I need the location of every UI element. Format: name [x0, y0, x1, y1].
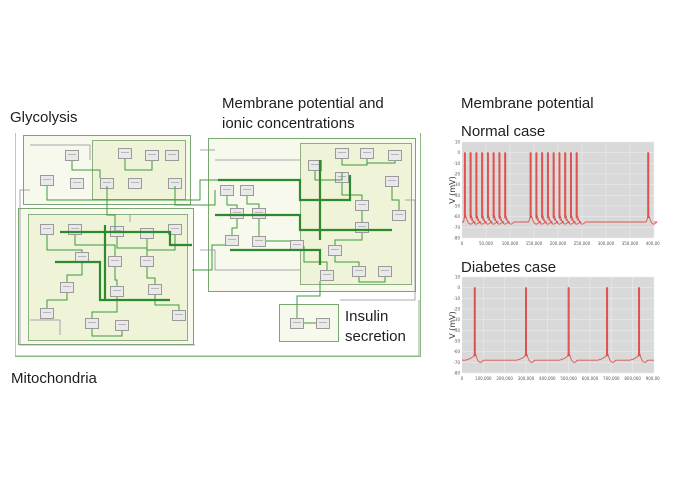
- mitochondria-node: [172, 310, 186, 321]
- membrane-node: [320, 270, 334, 281]
- mitochondria-node: [110, 286, 124, 297]
- y-tick-label: 0: [457, 150, 460, 155]
- membrane-node: [388, 150, 402, 161]
- membrane-node: [378, 266, 392, 277]
- y-tick-label: 10: [455, 140, 461, 145]
- model-schematic: [15, 133, 421, 357]
- x-tick-label: 50,000: [479, 241, 493, 246]
- x-tick-label: 200,000: [496, 376, 513, 381]
- y-tick-label: 0: [457, 285, 460, 290]
- y-tick-label: -60: [453, 214, 460, 219]
- y-tick-label: -40: [453, 328, 460, 333]
- mitochondria-node: [40, 224, 54, 235]
- x-tick-label: 600,000: [582, 376, 599, 381]
- glycolysis-node: [65, 150, 79, 161]
- y-tick-label: 10: [455, 275, 461, 280]
- glycolysis-node: [70, 178, 84, 189]
- y-tick-label: -80: [453, 236, 460, 241]
- y-tick-label: -20: [453, 172, 460, 177]
- y-tick-label: -30: [453, 182, 460, 187]
- mitochondria-node: [85, 318, 99, 329]
- membrane-potential-trace: [462, 152, 658, 225]
- mitochondria-node: [108, 256, 122, 267]
- x-tick-label: 400,000: [646, 241, 660, 246]
- y-tick-label: -70: [453, 225, 460, 230]
- mitochondria-node: [60, 282, 74, 293]
- mitochondria-node: [115, 320, 129, 331]
- membrane-node: [328, 245, 342, 256]
- insulin-node: [290, 318, 304, 329]
- x-tick-label: 800,000: [624, 376, 641, 381]
- membrane-node: [240, 185, 254, 196]
- y-tick-label: -10: [453, 296, 460, 301]
- y-tick-label: -50: [453, 204, 460, 209]
- x-tick-label: 300,000: [598, 241, 615, 246]
- insulin-label-line2: secretion: [345, 328, 406, 345]
- membrane-node: [220, 185, 234, 196]
- membrane-node: [355, 222, 369, 233]
- y-tick-label: -10: [453, 161, 460, 166]
- x-tick-label: 100,000: [502, 241, 519, 246]
- membrane-node: [360, 148, 374, 159]
- x-tick-label: 500,000: [560, 376, 577, 381]
- membrane-node: [355, 200, 369, 211]
- glycolysis-node: [145, 150, 159, 161]
- insulin-label-line1: Insulin: [345, 308, 389, 325]
- membrane-node: [392, 210, 406, 221]
- mitochondria-node: [168, 224, 182, 235]
- membrane-node: [308, 160, 322, 171]
- x-tick-label: 100,000: [475, 376, 492, 381]
- x-tick-label: 400,000: [539, 376, 556, 381]
- y-tick-label: -50: [453, 339, 460, 344]
- mitochondria-node: [148, 284, 162, 295]
- membrane-node: [225, 235, 239, 246]
- mitochondria-node: [40, 308, 54, 319]
- membrane-model-label-line2: ionic concentrations: [222, 115, 355, 132]
- glycolysis-node: [40, 175, 54, 186]
- diabetes-case-chart: -80 -70 -60 -50 -40 -30 -20 -10 0 10 0 100,000 200,0…: [448, 275, 660, 382]
- x-tick-label: 150,000: [526, 241, 543, 246]
- x-tick-label: 700,000: [603, 376, 620, 381]
- y-tick-label: -70: [453, 360, 460, 365]
- diabetes-case-label: Diabetes case: [461, 259, 557, 276]
- y-tick-label: -60: [453, 349, 460, 354]
- membrane-node: [352, 266, 366, 277]
- x-tick-label: 350,000: [622, 241, 639, 246]
- plot-area: [462, 277, 654, 373]
- connection-wires: [15, 144, 420, 357]
- y-tick-label: -20: [453, 307, 460, 312]
- mitochondria-label: Mitochondria: [11, 370, 97, 387]
- membrane-node: [335, 148, 349, 159]
- membrane-node: [252, 236, 266, 247]
- y-axis-label: V (mV): [448, 311, 457, 339]
- normal-case-label: Normal case: [461, 123, 546, 140]
- glycolysis-node: [118, 148, 132, 159]
- membrane-node: [385, 176, 399, 187]
- membrane-node: [252, 208, 266, 219]
- y-tick-label: -40: [453, 193, 460, 198]
- membrane-potential-heading: Membrane potential: [461, 95, 594, 112]
- membrane-model-label-line1: Membrane potential and: [222, 95, 384, 112]
- x-tick-label: 900,000: [646, 376, 660, 381]
- mitochondria-node: [68, 224, 82, 235]
- x-tick-label: 250,000: [574, 241, 591, 246]
- glycolysis-node: [165, 150, 179, 161]
- normal-case-chart: -80 -70 -60 -50 -40 -30 -20 -10 0 10 0 50,000 100,00…: [448, 140, 660, 247]
- y-axis-label: V (mV): [448, 176, 457, 204]
- x-tick-label: 300,000: [518, 376, 535, 381]
- glycolysis-label: Glycolysis: [10, 109, 78, 126]
- membrane-node: [230, 208, 244, 219]
- x-tick-label: 0: [461, 241, 464, 246]
- mitochondria-node: [140, 256, 154, 267]
- x-tick-label: 0: [461, 376, 464, 381]
- insulin-node: [316, 318, 330, 329]
- y-tick-label: -80: [453, 371, 460, 376]
- glycolysis-node: [128, 178, 142, 189]
- y-tick-label: -30: [453, 317, 460, 322]
- x-tick-label: 200,000: [550, 241, 567, 246]
